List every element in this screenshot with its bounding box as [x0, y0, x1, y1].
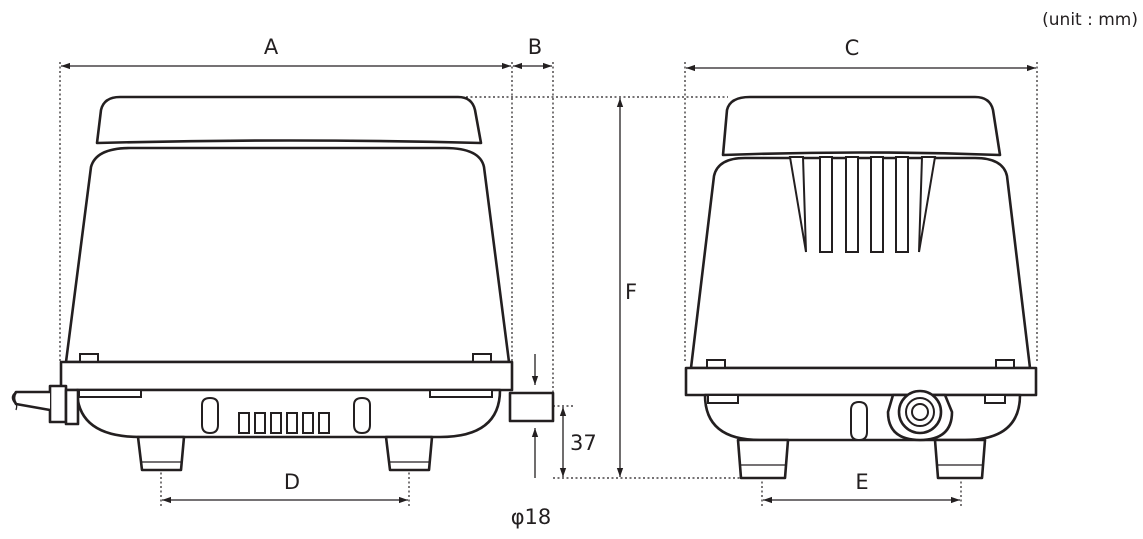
front-recess-left [707, 394, 739, 404]
unit-note: (unit : mm) [1042, 10, 1138, 30]
label-d: D [284, 470, 300, 494]
cord-plug [64, 388, 80, 426]
side-base-plate [59, 360, 514, 392]
label-e: E [855, 470, 868, 494]
height-dimension: F [466, 96, 740, 479]
side-vent-slots [238, 412, 330, 434]
label-c: C [845, 36, 860, 60]
power-cord [12, 390, 51, 412]
side-oval-right [353, 396, 371, 435]
cord-connector [48, 384, 68, 424]
side-housing [64, 146, 511, 364]
label-37: 37 [570, 431, 597, 455]
side-foot-left [136, 435, 186, 472]
side-foot-right [384, 435, 434, 472]
side-view: A B D φ18 37 [11, 35, 597, 529]
front-air-outlet [886, 389, 954, 442]
side-oval-left [201, 396, 219, 435]
front-housing [689, 156, 1032, 370]
front-foot-left [736, 438, 790, 480]
front-foot-right [933, 438, 987, 480]
side-recess-left [78, 389, 142, 398]
front-top-cover [721, 95, 1002, 157]
side-top-cover [95, 95, 483, 145]
label-b: B [528, 35, 542, 59]
side-recess-right [429, 389, 493, 398]
label-diameter: φ18 [511, 505, 552, 529]
front-cooling-fins [788, 156, 937, 253]
front-recess-right [984, 394, 1006, 404]
front-oval [850, 400, 868, 442]
front-base-plate [684, 366, 1038, 397]
label-f: F [625, 280, 637, 304]
label-a: A [264, 35, 279, 59]
front-view: C E [684, 36, 1038, 508]
air-outlet [508, 391, 555, 423]
